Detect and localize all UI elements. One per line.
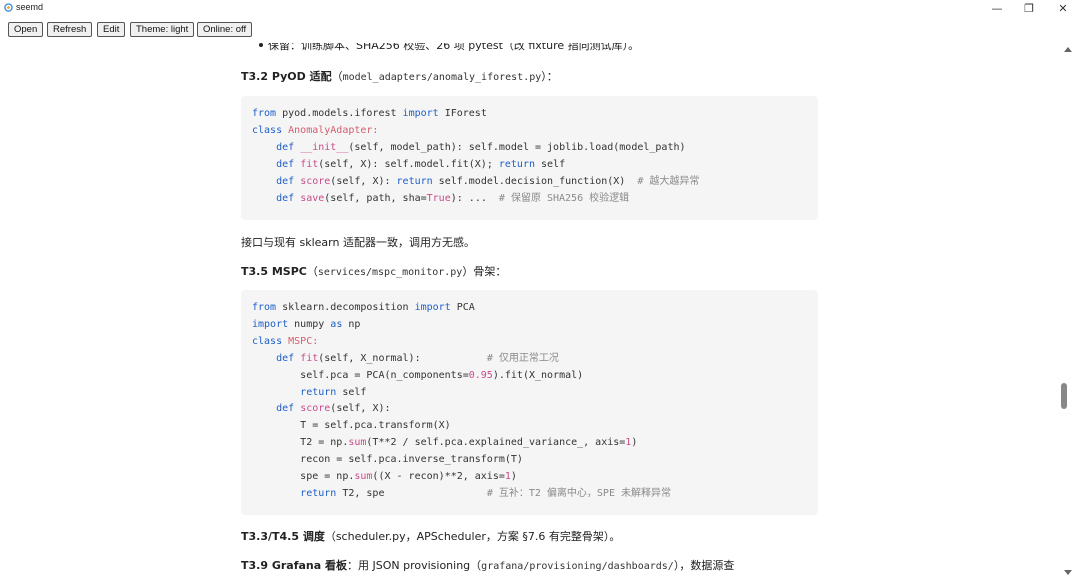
paren-close: ）：: [541, 70, 558, 83]
app-logo-icon: [4, 3, 13, 12]
scroll-down-icon[interactable]: [1064, 570, 1072, 575]
maximize-icon: ❐: [1024, 2, 1034, 15]
theme-toggle-button[interactable]: Theme: light: [130, 22, 195, 37]
code-block-mspc: from sklearn.decomposition import PCA im…: [241, 290, 818, 515]
edit-button[interactable]: Edit: [97, 22, 126, 37]
open-button[interactable]: Open: [8, 22, 44, 37]
paren-open: （: [331, 70, 343, 83]
minimize-icon: —: [991, 2, 1003, 15]
maximize-button[interactable]: ❐: [1012, 0, 1046, 17]
list-item-text: 保留：训练脚本、SHA256 校验、26 项 pytest（改 fixture …: [268, 43, 640, 52]
t35-heading: T3.5 MSPC: [241, 265, 307, 278]
t39-text-b: ），数据源查: [673, 559, 735, 572]
bullet-icon: [259, 43, 263, 47]
t32-heading: T3.2 PyOD 适配: [241, 70, 332, 83]
t33-text: （scheduler.py，APScheduler，方案 §7.6 有完整骨架）…: [324, 530, 621, 543]
paren-open: （: [306, 265, 318, 278]
markdown-content[interactable]: 保留：训练脚本、SHA256 校验、26 项 pytest（改 fixture …: [0, 43, 1058, 579]
vertical-scrollbar[interactable]: [1058, 43, 1080, 579]
close-button[interactable]: ✕: [1046, 0, 1080, 17]
scroll-up-icon[interactable]: [1064, 47, 1072, 52]
t32-path: model_adapters/anomaly_iforest.py: [342, 72, 542, 83]
t39-text-a: ：用 JSON provisioning（: [347, 559, 482, 572]
t32-paragraph: T3.2 PyOD 适配（model_adapters/anomaly_ifor…: [241, 68, 558, 84]
scrollbar-thumb[interactable]: [1061, 383, 1067, 409]
t33-heading: T3.3/T4.5 调度: [241, 530, 325, 543]
refresh-button[interactable]: Refresh: [47, 22, 93, 37]
t39-path: grafana/provisioning/dashboards/: [481, 561, 674, 572]
window-title: seemd: [16, 2, 44, 12]
list-item: 保留：训练脚本、SHA256 校验、26 项 pytest（改 fixture …: [259, 43, 640, 53]
code-block-anomaly-adapter: from pyod.models.iforest import IForest …: [241, 96, 818, 220]
t33-paragraph: T3.3/T4.5 调度（scheduler.py，APScheduler，方案…: [241, 528, 620, 544]
t39-heading: T3.9 Grafana 看板: [241, 559, 347, 572]
online-toggle-button[interactable]: Online: off: [197, 22, 253, 37]
after-code1-paragraph: 接口与现有 sklearn 适配器一致，调用方无感。: [241, 236, 475, 249]
t35-path: services/mspc_monitor.py: [317, 267, 463, 278]
minimize-button[interactable]: —: [980, 0, 1014, 17]
toolbar: Open Refresh Edit Theme: light Online: o…: [0, 17, 1080, 43]
title-bar: seemd — ❐ ✕: [0, 0, 1080, 17]
close-icon: ✕: [1058, 2, 1068, 15]
paren-close: ）骨架：: [462, 265, 507, 278]
t39-paragraph: T3.9 Grafana 看板：用 JSON provisioning（graf…: [241, 557, 734, 573]
t35-paragraph: T3.5 MSPC（services/mspc_monitor.py）骨架：: [241, 263, 506, 279]
